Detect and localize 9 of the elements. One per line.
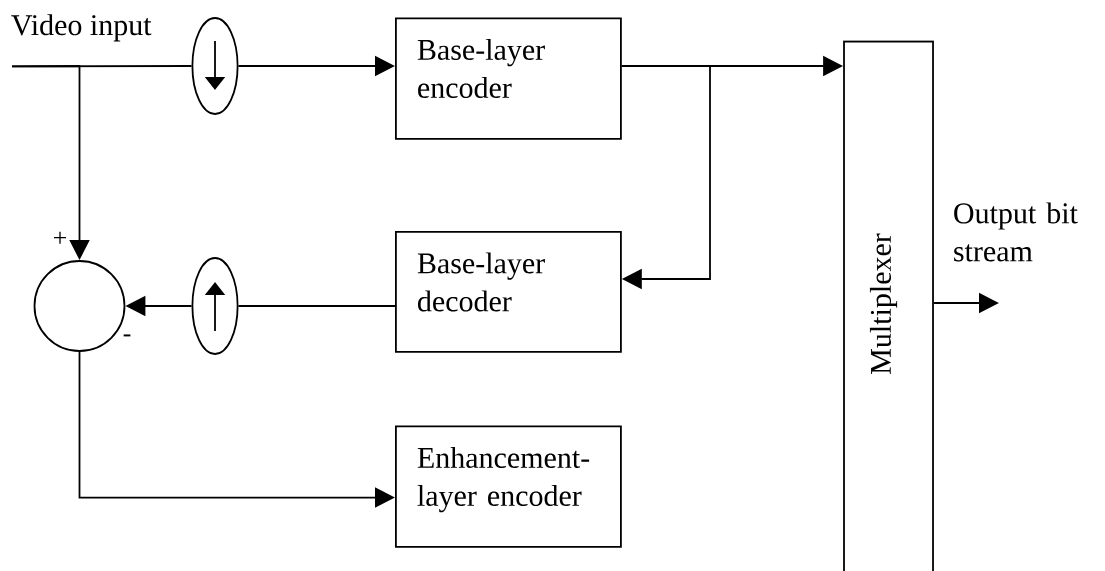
- sign-label: +: [53, 231, 67, 244]
- input-label: Video input: [11, 14, 152, 42]
- process-box: Base-layer decoder: [395, 231, 622, 353]
- edge-label: Output bit stream: [954, 202, 1078, 262]
- process-box: Enhancement-layer encoder: [395, 425, 622, 548]
- sign-label: -: [123, 334, 131, 337]
- process-box: Base-layer encoder: [395, 17, 622, 140]
- multiplexer-box: Multiplexer: [843, 40, 934, 571]
- arrow: [620, 65, 711, 290]
